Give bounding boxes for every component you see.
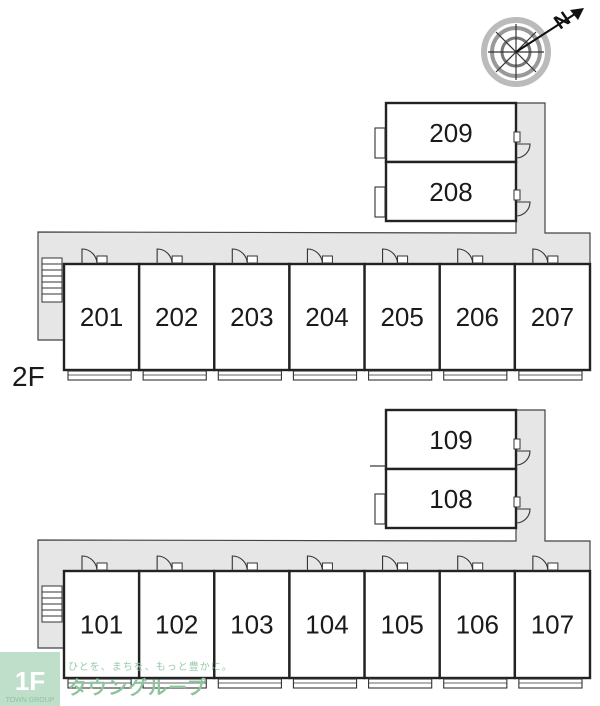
window [518, 678, 583, 689]
window [142, 678, 207, 689]
unit-202: 202 [137, 248, 216, 381]
window [217, 678, 282, 689]
door-icon [231, 555, 258, 572]
unit-102: 102 [137, 555, 216, 689]
unit-101: 101 [62, 555, 141, 689]
door-icon [156, 248, 183, 265]
door-icon [81, 248, 108, 265]
unit-number: 208 [429, 177, 472, 207]
unit-number: 206 [456, 302, 499, 332]
unit-201: 201 [62, 248, 141, 381]
unit-205: 205 [363, 248, 441, 381]
unit-number: 205 [380, 302, 423, 332]
unit-number: 108 [429, 484, 472, 514]
unit-108: 108 [374, 467, 518, 530]
door-icon [513, 438, 531, 466]
company-logo: 1F TOWN GROUP ひとを、まちを、もっと豊かに。 タウングループ [0, 652, 233, 706]
unit-number: 107 [531, 610, 574, 640]
logo-sub: TOWN GROUP [6, 697, 55, 704]
window [443, 678, 508, 689]
unit-number: 104 [305, 610, 348, 640]
window [217, 370, 282, 381]
stair-icon [41, 257, 63, 303]
unit-207: 207 [513, 248, 592, 381]
unit-number: 209 [429, 118, 472, 148]
unit-106: 106 [438, 555, 517, 689]
unit-104: 104 [288, 555, 366, 689]
window [142, 370, 207, 381]
compass-icon: N [481, 8, 584, 87]
unit-number: 202 [155, 302, 198, 332]
unit-number: 109 [429, 425, 472, 455]
door-icon [306, 248, 333, 265]
window [292, 370, 358, 381]
floor-1f: 109 108 101 102 103 104 105 106 107 [37, 408, 592, 689]
unit-number: 203 [230, 302, 273, 332]
door-icon [306, 555, 333, 572]
window [368, 370, 433, 381]
door-icon [382, 555, 409, 572]
unit-107: 107 [513, 555, 592, 689]
door-icon [513, 189, 531, 217]
floor-2f: 209 208 201 202 203 204 205 206 207 2F [12, 101, 592, 392]
unit-208: 208 [374, 160, 518, 223]
floor-label-2f: 2F [12, 361, 45, 392]
unit-204: 204 [288, 248, 366, 381]
window [368, 678, 433, 689]
compass-north-label: N [550, 8, 574, 34]
door-icon [513, 496, 531, 524]
window [67, 370, 132, 381]
unit-103: 103 [213, 555, 291, 689]
unit-number: 201 [80, 302, 123, 332]
door-icon [81, 555, 108, 572]
window [292, 678, 358, 689]
door-icon [382, 248, 409, 265]
unit-number: 101 [80, 610, 123, 640]
unit-206: 206 [438, 248, 517, 381]
unit-105: 105 [363, 555, 441, 689]
window [518, 370, 583, 381]
window [67, 678, 132, 689]
logo-tagline: ひとを、まちを、もっと豊かに。 [68, 660, 233, 673]
window [443, 370, 508, 381]
logo-name: タウングループ [68, 676, 207, 699]
unit-number: 102 [155, 610, 198, 640]
floor-label-1f: 1F [15, 666, 45, 696]
door-icon [532, 555, 559, 572]
door-icon [457, 555, 484, 572]
door-icon [156, 555, 183, 572]
unit-number: 207 [531, 302, 574, 332]
unit-number: 105 [380, 610, 423, 640]
unit-number: 204 [305, 302, 348, 332]
unit-209: 209 [374, 101, 518, 164]
unit-203: 203 [213, 248, 291, 381]
stair-icon [41, 585, 63, 623]
door-icon [457, 248, 484, 265]
door-icon [513, 131, 531, 159]
unit-number: 106 [456, 610, 499, 640]
unit-number: 103 [230, 610, 273, 640]
unit-109: 109 [370, 408, 518, 471]
door-icon [231, 248, 258, 265]
door-icon [532, 248, 559, 265]
